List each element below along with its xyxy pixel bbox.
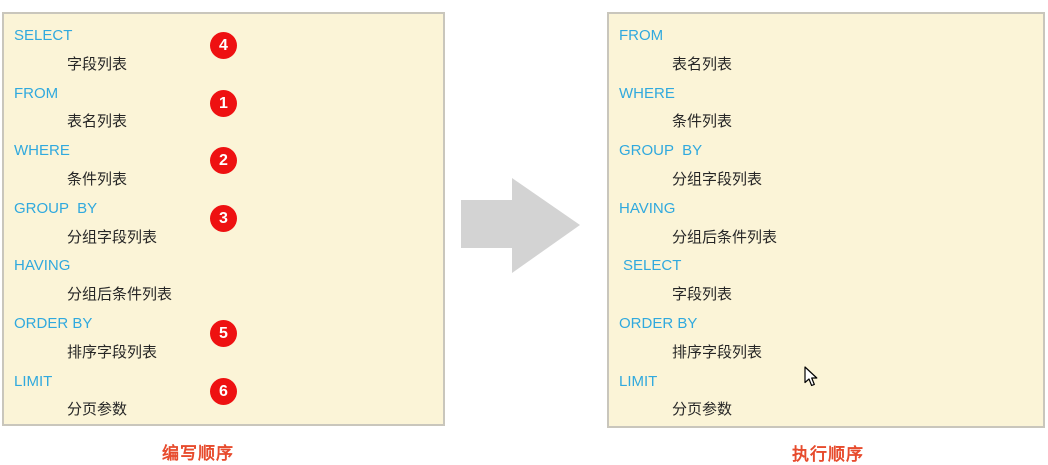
write-order-caption: 编写顺序 — [162, 444, 234, 463]
clause-group-limit: LIMIT 分页参数 — [609, 368, 1043, 426]
sql-clause-detail: 分组字段列表 — [672, 170, 763, 188]
clause-group-orderby: ORDER BY 排序字段列表 5 — [4, 310, 443, 368]
clause-group-groupby: GROUP BY 分组字段列表 3 — [4, 195, 443, 253]
sql-keyword: WHERE — [619, 84, 675, 102]
sql-clause-detail: 条件列表 — [67, 170, 128, 188]
order-badge: 2 — [210, 147, 237, 175]
sql-keyword: HAVING — [14, 257, 71, 275]
clause-group-orderby: ORDER BY 排序字段列表 — [609, 310, 1043, 368]
sql-keyword: ORDER BY — [14, 314, 93, 332]
write-order-panel: SELECT 字段列表 4 FROM 表名列表 1 WHERE 条件列表 2 G… — [2, 12, 445, 426]
sql-keyword: WHERE — [14, 142, 70, 160]
sql-keyword: SELECT — [14, 27, 73, 44]
clause-group-from: FROM 表名列表 — [609, 22, 1043, 80]
sql-clause-detail: 排序字段列表 — [672, 343, 763, 361]
order-badge: 6 — [210, 377, 237, 405]
clause-group-where: WHERE 条件列表 2 — [4, 137, 443, 195]
exec-order-panel: FROM 表名列表 WHERE 条件列表 GROUP BY 分组字段列表 HAV… — [607, 12, 1045, 428]
sql-clause-detail: 分组后条件列表 — [672, 228, 778, 246]
mouse-cursor-icon — [804, 366, 818, 387]
sql-keyword: GROUP BY — [619, 142, 703, 160]
exec-order-caption: 执行顺序 — [792, 445, 864, 464]
sql-keyword: GROUP BY — [14, 199, 98, 217]
clause-group-limit: LIMIT 分页参数 6 — [4, 368, 443, 426]
sql-clause-detail: 字段列表 — [67, 55, 128, 73]
right-arrow-icon — [461, 178, 580, 273]
sql-keyword: FROM — [14, 84, 59, 102]
clause-group-select: SELECT 字段列表 4 — [4, 22, 443, 80]
sql-keyword: SELECT — [623, 257, 682, 275]
sql-clause-detail: 分组字段列表 — [67, 228, 158, 246]
sql-keyword: HAVING — [619, 199, 676, 217]
sql-keyword: ORDER BY — [619, 314, 698, 332]
sql-clause-detail: 排序字段列表 — [67, 343, 158, 361]
clause-group-from: FROM 表名列表 1 — [4, 80, 443, 138]
sql-keyword: FROM — [619, 27, 664, 44]
clause-group-having: HAVING 分组后条件列表 — [4, 252, 443, 310]
clause-group-select: SELECT 字段列表 — [609, 252, 1043, 310]
sql-clause-detail: 表名列表 — [67, 113, 128, 131]
clause-group-having: HAVING 分组后条件列表 — [609, 195, 1043, 253]
sql-clause-detail: 字段列表 — [672, 286, 733, 304]
order-badge: 3 — [210, 204, 237, 232]
sql-clause-detail: 分页参数 — [67, 401, 128, 419]
clause-group-where: WHERE 条件列表 — [609, 80, 1043, 138]
order-badge: 5 — [210, 319, 237, 347]
order-badge: 1 — [210, 89, 237, 117]
sql-clause-detail: 条件列表 — [672, 113, 733, 131]
sql-clause-detail: 分页参数 — [672, 401, 733, 419]
clause-group-groupby: GROUP BY 分组字段列表 — [609, 137, 1043, 195]
order-badge: 4 — [210, 32, 237, 59]
sql-keyword: LIMIT — [14, 372, 53, 390]
sql-clause-detail: 表名列表 — [672, 55, 733, 73]
sql-keyword: LIMIT — [619, 372, 658, 390]
sql-clause-detail: 分组后条件列表 — [67, 286, 173, 304]
